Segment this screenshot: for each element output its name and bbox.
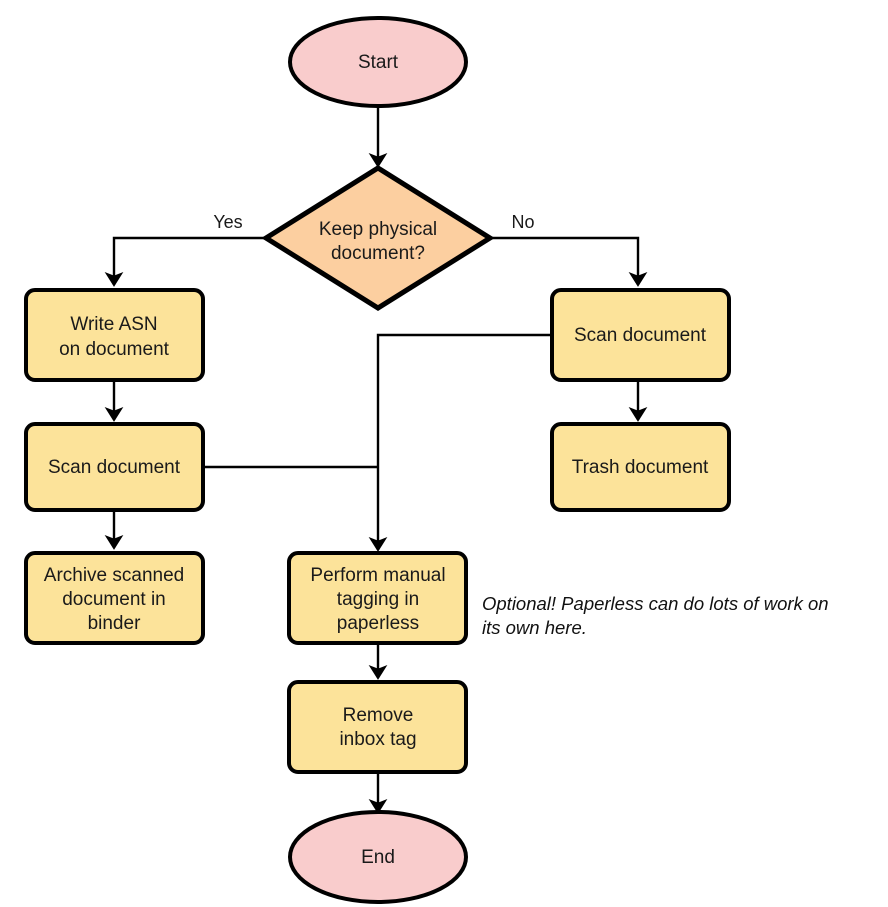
scan-document-right-box [550, 288, 731, 382]
remove-inbox-tag-label-line1: Remove [343, 705, 414, 726]
end-label: End [361, 847, 395, 868]
node-remove-inbox-tag[interactable]: Remove inbox tag [287, 680, 468, 774]
edge-scan-right-to-manual-tagging [368, 333, 552, 552]
decision-label-line1: Keep physical [319, 219, 437, 240]
edge-no-to-scan-right [490, 236, 648, 287]
decision-diamond [261, 165, 495, 311]
node-scan-document-left[interactable]: Scan document [24, 422, 205, 512]
start-label: Start [358, 52, 399, 73]
write-asn-label-line1: Write ASN [70, 314, 157, 335]
manual-tagging-label-line3: paperless [337, 613, 419, 634]
edge-yes-to-write-asn [104, 236, 266, 287]
annotation-optional-note: Optional! Paperless can do lots of work … [482, 593, 829, 638]
trash-document-label: Trash document [572, 457, 709, 478]
node-write-asn-on-document[interactable]: Write ASN on document [24, 288, 205, 382]
decision-label-line2: document? [331, 243, 425, 264]
annotation-line2: its own here. [482, 617, 587, 638]
archive-binder-label-line2: document in [62, 589, 166, 610]
edge-label-no: No [511, 212, 534, 232]
trash-document-box [550, 422, 731, 512]
scan-document-left-box [24, 422, 205, 512]
archive-binder-label-line1: Archive scanned [44, 565, 184, 586]
edges-layer [104, 104, 648, 814]
node-scan-document-right[interactable]: Scan document [550, 288, 731, 382]
node-end[interactable]: End [288, 810, 468, 904]
manual-tagging-label-line1: Perform manual [310, 565, 445, 586]
start-ellipse [288, 16, 468, 108]
archive-binder-label-line3: binder [88, 613, 141, 634]
remove-inbox-tag-box [287, 680, 468, 774]
write-asn-label-line2: on document [59, 339, 170, 360]
node-start[interactable]: Start [288, 16, 468, 108]
edge-label-yes: Yes [213, 212, 242, 232]
annotation-line1: Optional! Paperless can do lots of work … [482, 593, 829, 614]
node-archive-scanned-document-in-binder[interactable]: Archive scanned document in binder [24, 551, 205, 645]
node-keep-physical-document[interactable]: Keep physical document? [261, 165, 495, 311]
archive-binder-box [24, 551, 205, 645]
remove-inbox-tag-label-line2: inbox tag [339, 729, 416, 750]
scan-document-right-label: Scan document [574, 325, 707, 346]
manual-tagging-label-line2: tagging in [337, 589, 419, 610]
scan-document-left-label: Scan document [48, 457, 181, 478]
write-asn-box [24, 288, 205, 382]
manual-tagging-box [287, 551, 468, 645]
node-perform-manual-tagging[interactable]: Perform manual tagging in paperless [287, 551, 468, 645]
end-ellipse [288, 810, 468, 904]
node-trash-document[interactable]: Trash document [550, 422, 731, 512]
